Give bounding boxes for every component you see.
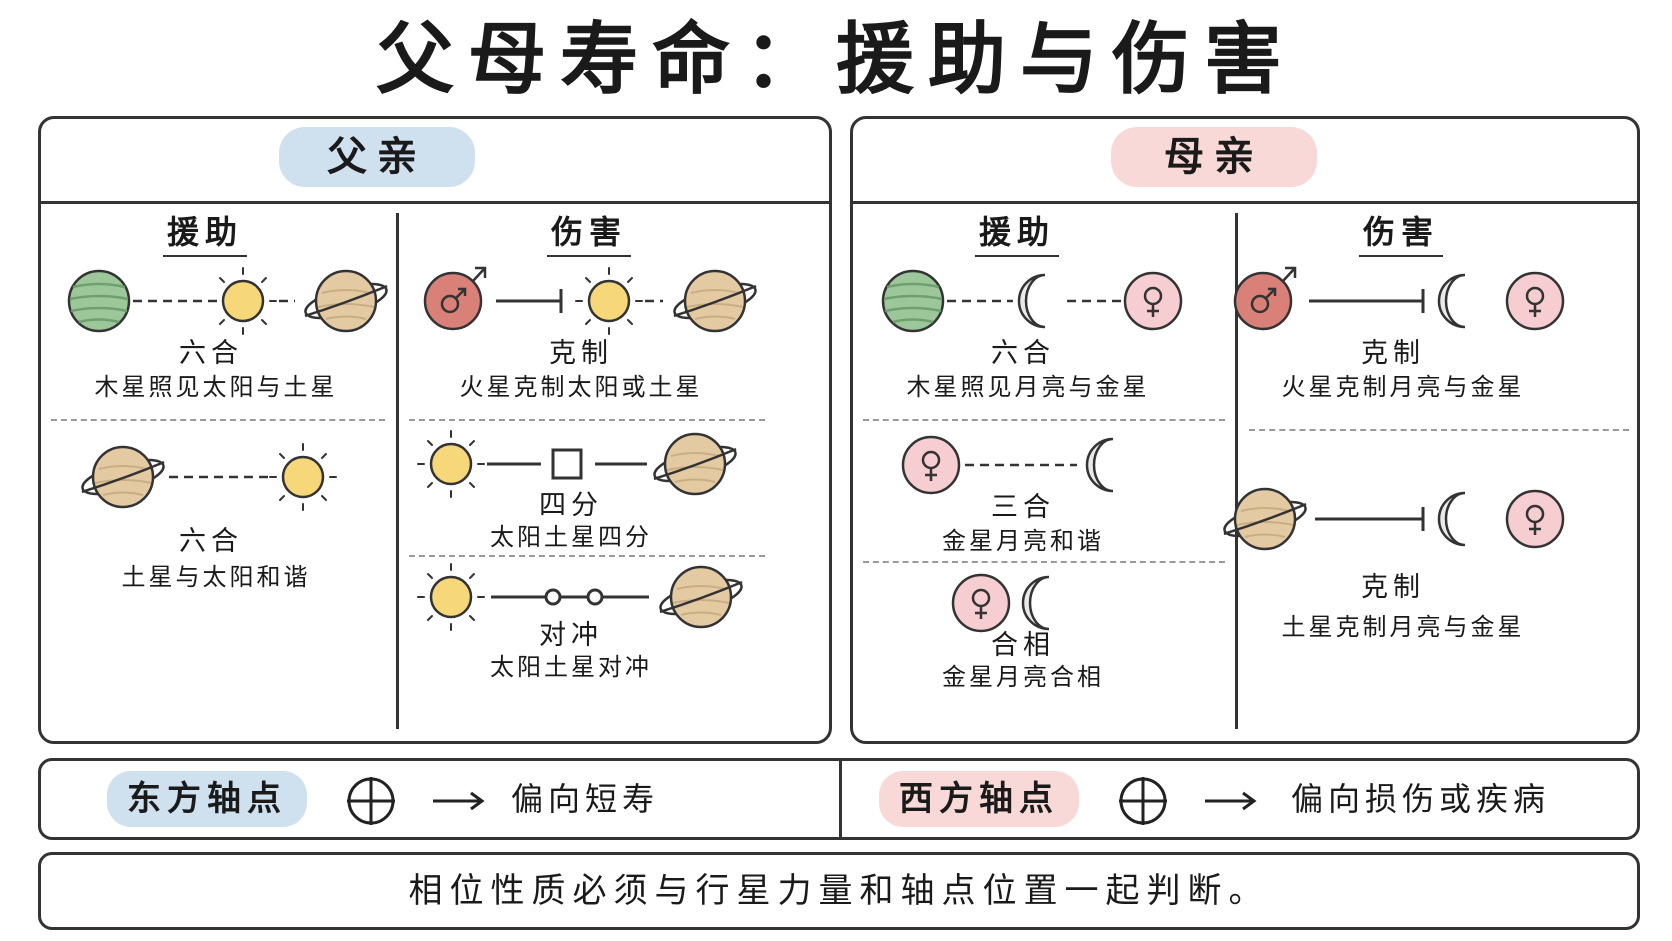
mother-column-divider — [1235, 213, 1238, 729]
footer-note: 相位性质必须与行星力量和轴点位置一起判断。 — [38, 852, 1640, 930]
father-column-divider — [396, 213, 399, 729]
father-help-2-desc: 土星与太阳和谐 — [121, 563, 311, 591]
mother-harm-1-name: 克制 — [1361, 338, 1425, 369]
father-aspect-icons — [67, 266, 761, 632]
father-harm-separator-1 — [409, 419, 765, 421]
ascendant-cross-icon — [347, 777, 395, 825]
mother-panel-header: 母亲 — [853, 119, 1637, 204]
mother-help-heading: 援助 — [975, 209, 1060, 257]
father-harm-3-desc: 太阳土星对冲 — [490, 653, 652, 681]
mother-help-2-name: 三合 — [991, 492, 1055, 523]
father-help-1-name: 六合 — [179, 338, 243, 369]
mother-help-separator-1 — [863, 419, 1225, 421]
east-axis-icons — [347, 777, 485, 825]
mother-harm-2-desc: 土星克制月亮与金星 — [1281, 613, 1525, 641]
mother-help-3-name: 合相 — [991, 630, 1055, 661]
father-label: 父亲 — [279, 127, 475, 187]
father-panel-header: 父亲 — [41, 119, 829, 204]
father-harm-heading: 伤害 — [547, 209, 632, 257]
father-harm-3-name: 对冲 — [539, 620, 603, 651]
father-harm-1-desc: 火星克制太阳或土星 — [459, 373, 703, 401]
father-help-2-name: 六合 — [179, 526, 243, 557]
mother-help-3-desc: 金星月亮合相 — [942, 663, 1104, 691]
west-axis-effect: 偏向损伤或疾病 — [1291, 780, 1551, 818]
east-axis-label: 东方轴点 — [107, 771, 307, 827]
mother-aspect-icons — [881, 266, 1565, 633]
mother-help-2-desc: 金星月亮和谐 — [942, 527, 1104, 555]
page-title: 父母寿命：援助与伤害 — [375, 15, 1296, 105]
father-harm-2-desc: 太阳土星四分 — [490, 523, 652, 551]
mother-label: 母亲 — [1111, 127, 1317, 187]
father-panel: 父亲 援助 伤害 — [38, 116, 832, 744]
mother-panel: 母亲 援助 伤害 — [850, 116, 1640, 744]
father-harm-1-name: 克制 — [549, 338, 613, 369]
father-help-separator — [51, 419, 385, 421]
west-axis-icons — [1119, 777, 1257, 825]
east-axis-effect: 偏向短寿 — [511, 780, 660, 818]
mother-help-separator-2 — [863, 561, 1225, 563]
father-help-heading: 援助 — [163, 209, 248, 257]
axis-bar: 东方轴点 偏向短寿 西方轴点 偏向损伤或疾病 — [38, 758, 1640, 840]
father-help-1-desc: 木星照见太阳与土星 — [94, 373, 338, 401]
arrow-right-icon — [433, 791, 485, 811]
mother-harm-1-desc: 火星克制月亮与金星 — [1281, 373, 1525, 401]
axis-bar-divider — [839, 761, 842, 837]
west-axis-label: 西方轴点 — [879, 771, 1079, 827]
mother-harm-separator — [1249, 429, 1629, 431]
mother-help-1-name: 六合 — [991, 338, 1055, 369]
father-harm-2-name: 四分 — [539, 490, 603, 521]
father-harm-separator-2 — [409, 555, 765, 557]
mother-harm-2-name: 克制 — [1361, 572, 1425, 603]
arrow-right-icon — [1205, 791, 1257, 811]
mother-help-1-desc: 木星照见月亮与金星 — [906, 373, 1150, 401]
ascendant-cross-icon — [1119, 777, 1167, 825]
mother-harm-heading: 伤害 — [1359, 209, 1444, 257]
